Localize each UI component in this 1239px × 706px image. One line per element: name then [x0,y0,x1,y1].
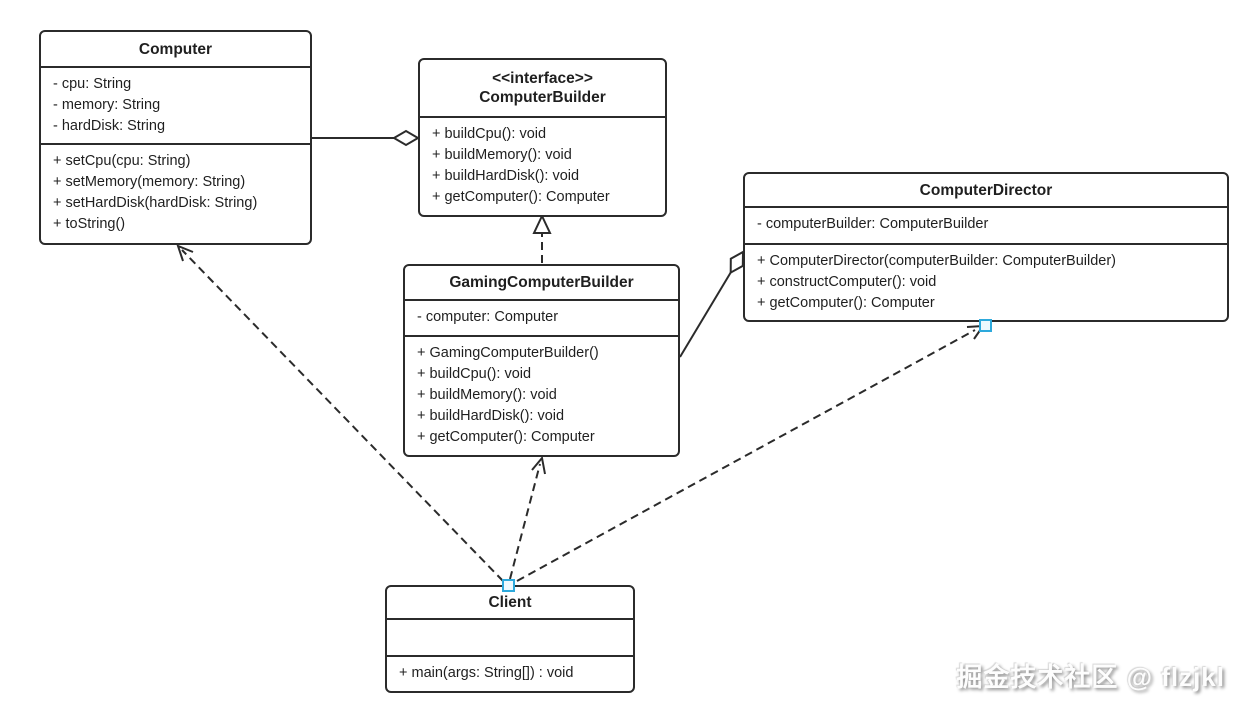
watermark: 掘金技术社区 @ flzjkl [956,662,1225,692]
attribute-line: - hardDisk: String [53,118,166,134]
method-line: + setCpu(cpu: String) [53,153,191,169]
method-line: + buildCpu(): void [417,366,532,382]
endpoint-handle-director[interactable] [979,319,992,332]
class-name: GamingComputerBuilder [449,274,634,291]
attribute-line: - computer: Computer [417,309,559,325]
attributes-section: - computerBuilder: ComputerBuilder [745,208,1227,245]
open-diamond-icon [729,250,745,275]
methods-section: + main(args: String[]) : void [387,657,633,684]
attributes-section: - computer: Computer [405,301,678,337]
stereotype-label: <<interface>> [492,70,593,87]
attributes-section-empty [387,620,633,657]
class-title: ComputerDirector [745,174,1227,208]
class-box-gaming-computer-builder[interactable]: GamingComputerBuilder - computer: Comput… [403,264,680,457]
class-name: Computer [138,40,213,58]
method-line: + main(args: String[]) : void [399,665,574,681]
methods-section: + setCpu(cpu: String) + setMemory(memory… [41,145,310,235]
method-line: + getComputer(): Computer [757,295,935,311]
attribute-line: - computerBuilder: ComputerBuilder [757,216,989,232]
class-name: ComputerDirector [919,181,1053,199]
attribute-line: - cpu: String [53,76,132,92]
class-title: Client [387,587,633,620]
class-box-computer[interactable]: Computer - cpu: String - memory: String … [39,30,312,245]
dependency-connector-client-gaming[interactable] [509,455,546,580]
open-arrowhead-icon [176,244,194,262]
method-line: + buildHardDisk(): void [432,168,580,184]
dependency-connector-client-computer[interactable] [176,244,504,582]
open-arrowhead-icon [531,455,546,475]
methods-section: + buildCpu(): void + buildMemory(): void… [420,118,665,208]
dependency-line[interactable] [181,249,504,582]
attributes-section: - cpu: String - memory: String - hardDis… [41,68,310,145]
open-diamond-icon [392,129,420,147]
method-line: + buildMemory(): void [432,147,572,163]
aggregation-line[interactable] [679,271,732,358]
aggregation-connector-director-gaming[interactable] [679,250,745,358]
method-line: + toString() [53,216,126,232]
method-line: + ComputerDirector(computerBuilder: Comp… [757,253,1117,269]
method-line: + buildHardDisk(): void [417,408,565,424]
class-title: <<interface>> ComputerBuilder [420,60,665,118]
hollow-triangle-icon [532,213,552,234]
dependency-line[interactable] [509,463,541,580]
attribute-line: - memory: String [53,97,161,113]
methods-section: + ComputerDirector(computerBuilder: Comp… [745,245,1227,314]
methods-section: + GamingComputerBuilder() + buildCpu(): … [405,337,678,448]
method-line: + getComputer(): Computer [432,189,610,205]
method-line: + GamingComputerBuilder() [417,345,599,361]
endpoint-handle-client[interactable] [502,579,515,592]
class-title: Computer [41,32,310,68]
class-name: ComputerBuilder [479,89,606,106]
method-line: + buildMemory(): void [417,387,557,403]
realization-connector-gaming-builder[interactable] [532,213,552,263]
class-box-computer-director[interactable]: ComputerDirector - computerBuilder: Comp… [743,172,1229,322]
method-line: + constructComputer(): void [757,274,937,290]
dependency-line[interactable] [516,329,976,582]
aggregation-connector-builder-computer[interactable] [312,129,420,147]
class-box-client[interactable]: Client + main(args: String[]) : void [385,585,635,693]
method-line: + setMemory(memory: String) [53,174,246,190]
method-line: + setHardDisk(hardDisk: String) [53,195,258,211]
class-title: GamingComputerBuilder [405,266,678,301]
method-line: + buildCpu(): void [432,126,547,142]
method-line: + getComputer(): Computer [417,429,595,445]
class-name: Client [488,594,532,611]
class-box-computer-builder[interactable]: <<interface>> ComputerBuilder + buildCpu… [418,58,667,217]
